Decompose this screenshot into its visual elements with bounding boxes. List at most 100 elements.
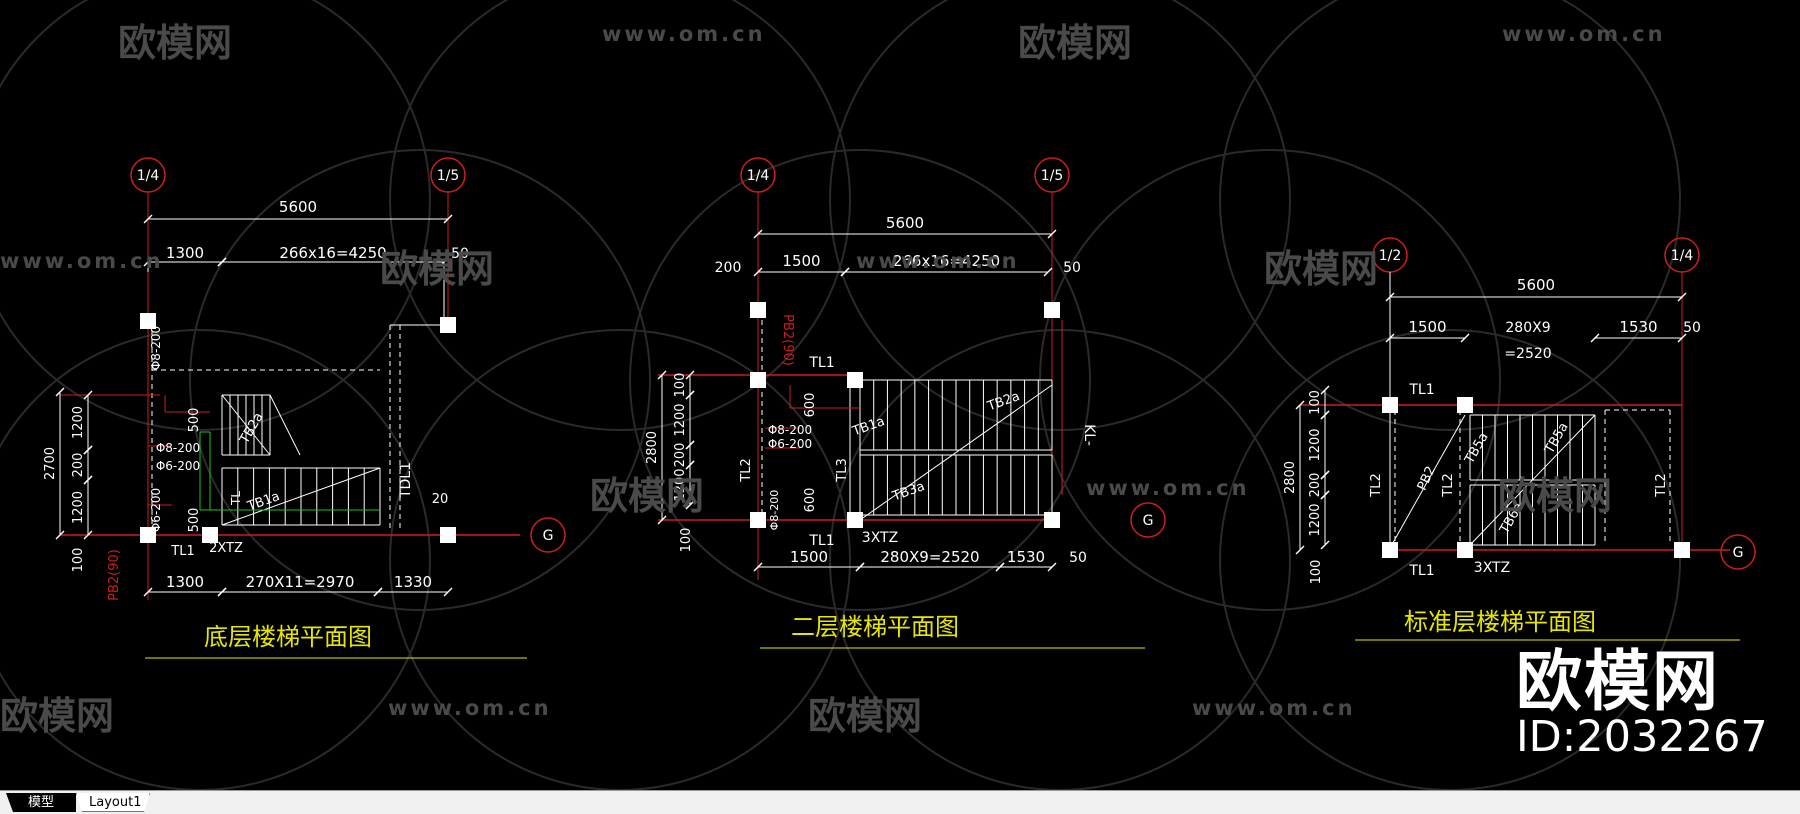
dimension-text: TL1 [808, 533, 834, 549]
cad-line [685, 500, 695, 510]
dimension-text: 1300 [166, 244, 204, 262]
column-block [1457, 542, 1473, 558]
dimension-text: 1/2 [1379, 248, 1402, 264]
dimension-text: 280X9=2520 [880, 548, 979, 566]
dimension-text: 2700 [43, 447, 58, 480]
dimension-text: TL3 [835, 458, 850, 482]
cad-line [1460, 333, 1470, 343]
watermark-circle [0, 329, 431, 790]
dimension-text: 100 [1308, 390, 1323, 415]
dimension-text: 1200 [673, 403, 688, 436]
dimension-text: TL1 [170, 544, 194, 559]
cad-line [657, 370, 667, 380]
watermark-logo: 欧模网 [1498, 474, 1613, 518]
layout-tab-bar: 模型 Layout1 [0, 790, 1800, 814]
tab-model[interactable]: 模型 [6, 793, 76, 812]
watermark-url: www.om.cn [1086, 476, 1250, 500]
cad-line [855, 562, 865, 572]
column-block [750, 302, 766, 318]
dimension-text: 200 [715, 260, 742, 276]
dimension-text: Φ8-200 [768, 423, 812, 437]
brand-id: ID:2032267 [1516, 712, 1768, 762]
cad-line [685, 440, 695, 450]
column-block [440, 527, 456, 543]
dimension-text: 100 [71, 548, 86, 573]
cad-line [1295, 400, 1305, 410]
cad-line [1320, 540, 1330, 550]
cad-line [1677, 333, 1687, 343]
watermark-logo: 欧模网 [1018, 21, 1133, 65]
cad-line [83, 390, 93, 400]
watermark-circle [1219, 0, 1681, 431]
dimension-text: 1200 [1308, 428, 1323, 461]
watermark-circle [629, 149, 1091, 611]
watermark-logo: 欧模网 [0, 694, 115, 738]
column-block [140, 313, 156, 329]
dimension-text: 3XTZ [1474, 560, 1510, 576]
dimension-text: 50 [1069, 550, 1087, 566]
watermark-circle [1039, 149, 1501, 611]
dimension-text: 5600 [886, 214, 924, 232]
watermark-circle [1219, 329, 1681, 790]
watermark-url: www.om.cn [602, 22, 766, 46]
dimension-text: G [1733, 545, 1744, 561]
cad-line [443, 214, 453, 224]
dimension-text: 200 [71, 453, 86, 478]
dimension-text: TL2 [1369, 473, 1384, 497]
cad-line [83, 445, 93, 455]
watermark-url: www.om.cn [1502, 22, 1666, 46]
dimension-text: 1530 [1007, 548, 1045, 566]
cad-line [269, 394, 301, 456]
watermark-circle [389, 329, 851, 790]
column-block [1674, 542, 1690, 558]
plan-title: 二层楼梯平面图 [791, 613, 959, 641]
dimension-text: 1/4 [1671, 248, 1694, 264]
dimension-text: 5600 [279, 198, 317, 216]
dimension-text: 50 [1683, 320, 1701, 336]
dimension-text: Φ6-200 [149, 488, 163, 532]
dimension-text: 3XTZ [862, 530, 898, 546]
watermark-url: www.om.cn [856, 249, 1020, 273]
column-block [140, 527, 156, 543]
cad-line [221, 467, 381, 526]
dimension-text: 500 [187, 408, 202, 433]
cad-line [685, 370, 695, 380]
column-block [1457, 397, 1473, 413]
plan-title: 底层楼梯平面图 [204, 623, 372, 651]
cad-line [1677, 292, 1687, 302]
dimension-text: 1530 [1619, 318, 1657, 336]
dimension-text: 1200 [71, 406, 86, 439]
axis-bubble [1130, 502, 1166, 538]
watermark-circle [189, 149, 651, 611]
dimension-text: Φ6-200 [768, 437, 812, 451]
cad-line [657, 515, 667, 525]
cad-line [685, 390, 695, 400]
watermark-circle [829, 0, 1291, 431]
dimension-text: TL2 [1654, 473, 1669, 497]
watermark-logo: 欧模网 [590, 474, 705, 518]
dimension-text: TB1a [850, 414, 887, 440]
cad-line [1320, 410, 1330, 420]
dimension-text: 20 [432, 492, 449, 507]
dimension-text: 100 [1309, 560, 1324, 585]
dimension-text: KL- [1081, 424, 1097, 446]
cad-line [55, 387, 65, 397]
dimension-text: TB3a [890, 479, 927, 505]
axis-bubble [530, 517, 566, 553]
watermark-logo: 欧模网 [808, 694, 923, 738]
dimension-text: 1500 [790, 548, 828, 566]
dimension-text: 2800 [645, 431, 660, 464]
dimension-text: 2XTZ [209, 541, 243, 556]
watermark-url: www.om.cn [1192, 696, 1356, 720]
dimension-text: 600 [803, 393, 818, 418]
dimension-text: TB5a [1462, 430, 1492, 467]
dimension-text: 1200 [71, 491, 86, 524]
cad-line [143, 587, 153, 597]
tab-layout1[interactable]: Layout1 [76, 793, 150, 812]
cad-line [1295, 545, 1305, 555]
column-block [202, 527, 218, 543]
cad-line [83, 475, 93, 485]
dimension-text: 5600 [1517, 276, 1555, 294]
